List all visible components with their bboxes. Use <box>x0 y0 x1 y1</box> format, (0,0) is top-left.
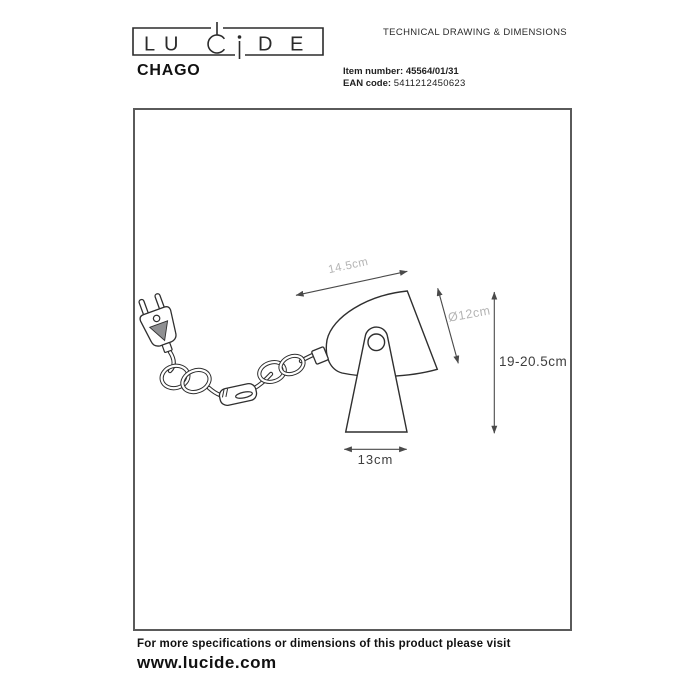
cable-connector <box>311 346 329 365</box>
page-title: TECHNICAL DRAWING & DIMENSIONS <box>383 27 567 38</box>
dimension-arrows <box>295 269 498 453</box>
plug-shade <box>148 320 169 342</box>
logo-letter-i <box>237 35 242 59</box>
logo-letter-e: E <box>290 34 303 56</box>
footer: For more specifications or dimensions of… <box>137 638 511 673</box>
lamp-base <box>344 326 408 433</box>
logo-letter-l: L <box>144 34 155 56</box>
ean-code-row: EAN code: 5411212450623 <box>343 78 466 90</box>
footer-note: For more specifications or dimensions of… <box>137 638 511 650</box>
logo-letter-c-pendant <box>207 34 226 54</box>
item-number-value: 45564/01/31 <box>405 66 459 77</box>
dim-arrow-diameter <box>436 287 460 364</box>
dim-label-diameter: Ø12cm <box>447 303 492 324</box>
footer-website: www.lucide.com <box>137 653 277 672</box>
item-number-label: Item number: <box>343 66 404 77</box>
logo-letter-u: U <box>164 34 178 56</box>
lucide-logo: L U D E <box>132 22 324 59</box>
power-cord <box>159 349 321 407</box>
inline-switch <box>218 382 258 407</box>
cable-knot-left <box>159 363 212 395</box>
pivot-circle <box>367 333 386 352</box>
product-name: CHAGO <box>137 62 201 79</box>
technical-drawing-box: 14.5cm Ø12cm 19-20.5cm 13cm <box>133 108 572 631</box>
product-meta: Item number: 45564/01/31 EAN code: 54112… <box>343 66 466 90</box>
dim-arrow-head-length <box>295 269 408 297</box>
dim-label-head-length: 14.5cm <box>327 256 369 276</box>
ean-code-value: 5411212450623 <box>393 78 466 89</box>
dim-label-base-width: 13cm <box>358 452 394 467</box>
dim-label-height: 19-20.5cm <box>499 354 567 369</box>
ean-code-label: EAN code: <box>343 78 392 89</box>
item-number-row: Item number: 45564/01/31 <box>343 66 466 78</box>
power-plug-icon <box>138 293 177 353</box>
cable-knot-right <box>257 350 321 384</box>
technical-drawing: 14.5cm Ø12cm 19-20.5cm 13cm <box>138 256 567 467</box>
logo-letter-d: D <box>258 34 272 56</box>
logo-frame <box>132 27 324 56</box>
